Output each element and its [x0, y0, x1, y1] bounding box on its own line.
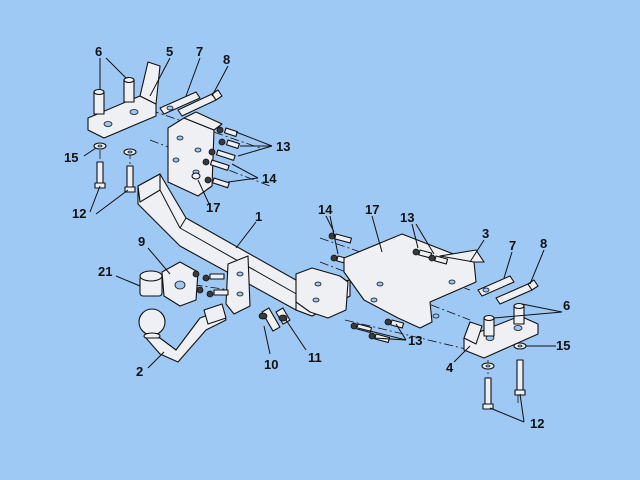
- towball-2: [138, 303, 227, 363]
- label-6-left: 6: [95, 44, 102, 59]
- label-13-right-bottom: 13: [408, 333, 422, 348]
- left-bolts-13: [208, 126, 240, 161]
- right-washers-15: [481, 342, 527, 370]
- right-bolts-13-top: [412, 248, 449, 265]
- label-4: 4: [446, 360, 454, 375]
- label-12-right: 12: [530, 416, 544, 431]
- label-8-left: 8: [223, 52, 230, 67]
- right-mounting-plate-4: [463, 315, 539, 359]
- socket-bolts: [192, 270, 229, 298]
- label-15-left: 15: [64, 150, 78, 165]
- label-8-right: 8: [540, 236, 547, 251]
- right-side-arm: [295, 267, 349, 319]
- left-bolts-14: [191, 158, 230, 189]
- right-bolts-12: [482, 359, 526, 410]
- left-spacer-sleeves-6: [93, 76, 135, 115]
- left-washers-15: [93, 142, 137, 156]
- label-11: 11: [308, 350, 322, 365]
- left-side-arm: [167, 111, 223, 197]
- ball-cover-21: [139, 270, 163, 297]
- label-2: 2: [136, 364, 143, 379]
- hitch-mount-plate: [225, 255, 251, 315]
- label-15-right: 15: [556, 338, 570, 353]
- right-strap-7: [477, 275, 515, 297]
- label-1: 1: [255, 209, 262, 224]
- label-13-right-top: 13: [400, 210, 414, 225]
- right-spacer-sleeves-6: [483, 302, 525, 337]
- label-13-left: 13: [276, 139, 290, 154]
- bolt-11: [275, 307, 291, 325]
- label-6-right: 6: [563, 298, 570, 313]
- part-labels: 6 5 7 8 13 14 15 17 12 1 9 21 2 10 11 14…: [64, 44, 570, 431]
- label-17-left: 17: [206, 200, 220, 215]
- label-14-left: 14: [262, 171, 277, 186]
- leader-lines: [83, 57, 563, 423]
- label-17-right: 17: [365, 202, 379, 217]
- label-10: 10: [264, 357, 278, 372]
- left-mounting-plate-5: [87, 61, 161, 139]
- label-7-right: 7: [509, 238, 516, 253]
- left-strap-8: [177, 89, 223, 117]
- left-bolts-12: [94, 161, 136, 193]
- label-9: 9: [138, 234, 145, 249]
- label-7-left: 7: [196, 44, 203, 59]
- label-14-right: 14: [318, 202, 333, 217]
- label-21: 21: [98, 264, 112, 279]
- label-5-left: 5: [166, 44, 173, 59]
- label-3: 3: [482, 226, 489, 241]
- left-strap-7: [159, 91, 201, 115]
- socket-plate-9: [161, 261, 199, 307]
- right-bracket-3: [343, 233, 485, 329]
- label-12-left: 12: [72, 206, 86, 221]
- bolt-10: [258, 307, 281, 332]
